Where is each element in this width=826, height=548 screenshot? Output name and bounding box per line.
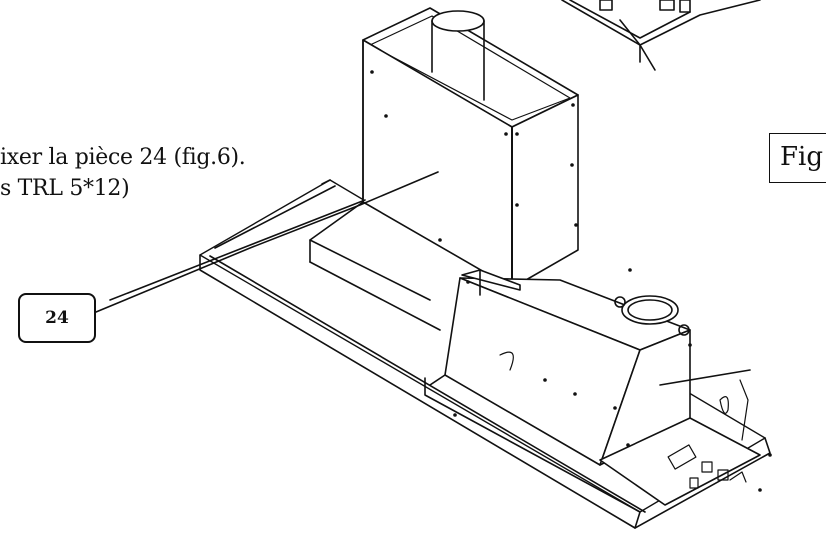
part-callout-label: 24 [45,308,69,328]
instruction-line-1: ixer la pièce 24 (fig.6). [0,145,246,170]
transition-piece [461,269,521,296]
figure-label-box: Fig [769,133,826,183]
hood-details [499,351,749,489]
figure-label: Fig [780,142,823,172]
upper-housing [309,7,579,331]
rivet-dots [370,70,772,492]
leader-line [95,171,439,313]
hood-body [424,277,761,513]
secondary-view [561,0,761,71]
instruction-line-2: s TRL 5*12) [0,176,130,201]
duct-pipe [431,10,485,101]
base-frame [199,179,771,529]
part-callout-box: 24 [18,293,96,343]
